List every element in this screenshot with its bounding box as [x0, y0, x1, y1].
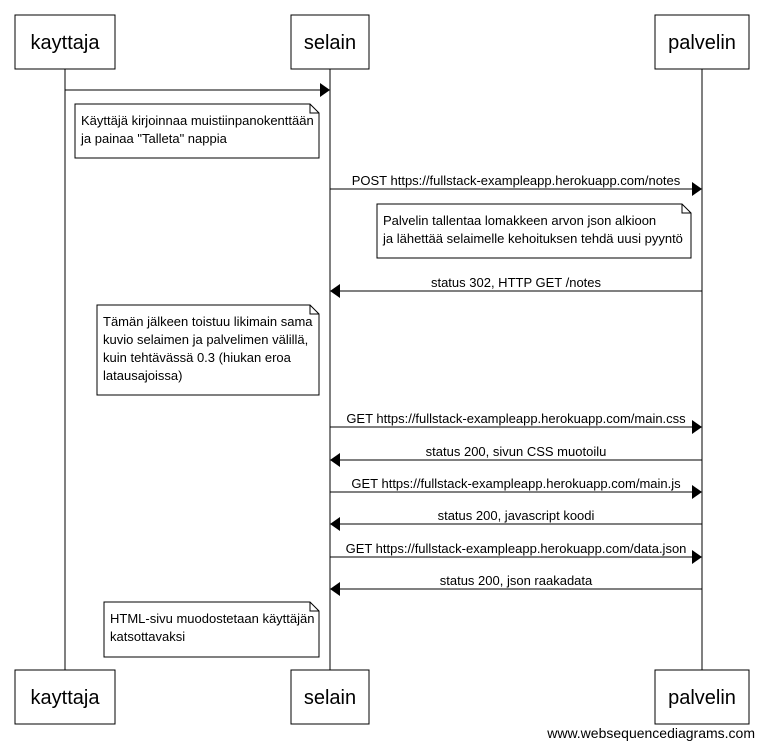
participant-label: selain [304, 32, 356, 54]
message-arrowhead [330, 284, 340, 298]
note-5: Tämän jälkeen toistuu likimain sama kuvio… [96, 304, 320, 396]
note-box [103, 601, 320, 658]
message-8: GET https://fullstack-exampleapp.herokua… [330, 476, 702, 499]
note-line: Käyttäjä kirjoinnaa muistiinpanokenttään [81, 113, 314, 128]
participant-label: kayttaja [31, 32, 101, 54]
note-12: HTML-sivu muodostetaan käyttäjän katsotta… [103, 601, 320, 658]
participant-palvelin-bottom: palvelin [654, 669, 750, 725]
note-line: HTML-sivu muodostetaan käyttäjän [110, 611, 314, 626]
note-line: latausajoissa) [103, 368, 183, 383]
note-line: kuvio selaimen ja palvelimen välillä, [103, 332, 308, 347]
participant-label: kayttaja [31, 687, 101, 709]
message-label: status 200, javascript koodi [438, 508, 595, 523]
lifelines [64, 69, 703, 670]
note-line: Tämän jälkeen toistuu likimain sama [103, 314, 313, 329]
participant-box [290, 669, 370, 725]
message-arrowhead [330, 582, 340, 596]
note-fold [309, 602, 319, 612]
message-label: GET https://fullstack-exampleapp.herokua… [351, 476, 681, 491]
participant-selain-bottom: selain [290, 669, 370, 725]
watermark-text: www.websequencediagrams.com [546, 725, 755, 741]
note-line: katsottavaksi [110, 629, 185, 644]
note-1: Käyttäjä kirjoinnaa muistiinpanokenttään… [74, 103, 320, 159]
note-fold [681, 204, 691, 214]
message-11: status 200, json raakadata [330, 573, 702, 596]
note-box [376, 203, 692, 259]
message-label: GET https://fullstack-exampleapp.herokua… [346, 541, 687, 556]
participant-box [654, 669, 750, 725]
participant-box [290, 14, 370, 70]
note-line: ja lähettää selaimelle kehoituksen tehdä… [382, 231, 683, 246]
message-4: status 302, HTTP GET /notes [330, 275, 702, 298]
note-line: ja painaa "Talleta" nappia [80, 131, 228, 146]
message-label: GET https://fullstack-exampleapp.herokua… [346, 411, 686, 426]
message-arrowhead [692, 485, 702, 499]
note-3: Palvelin tallentaa lomakkeen arvon json … [376, 203, 692, 259]
note-box [74, 103, 320, 159]
participant-kayttaja-bottom: kayttaja [14, 669, 116, 725]
message-label: POST https://fullstack-exampleapp.heroku… [352, 173, 681, 188]
message-arrowhead [692, 182, 702, 196]
participant-label: palvelin [668, 32, 736, 54]
diagram-steps: Käyttäjä kirjoinnaa muistiinpanokenttään… [65, 83, 702, 658]
message-10: GET https://fullstack-exampleapp.herokua… [330, 541, 702, 564]
participant-label: selain [304, 687, 356, 709]
note-fold [309, 104, 319, 114]
participants-bottom: kayttaja selain palvelin [14, 669, 750, 725]
note-box [96, 304, 320, 396]
message-arrowhead [320, 83, 330, 97]
message-0 [65, 83, 330, 97]
participant-selain-top: selain [290, 14, 370, 70]
message-label: status 200, sivun CSS muotoilu [426, 444, 607, 459]
participant-box [654, 14, 750, 70]
message-arrowhead [330, 517, 340, 531]
message-6: GET https://fullstack-exampleapp.herokua… [330, 411, 702, 434]
message-9: status 200, javascript koodi [330, 508, 702, 531]
message-7: status 200, sivun CSS muotoilu [330, 444, 702, 467]
message-label: status 302, HTTP GET /notes [431, 275, 602, 290]
participant-label: palvelin [668, 687, 736, 709]
message-arrowhead [330, 453, 340, 467]
participants-top: kayttaja selain palvelin [14, 14, 750, 70]
message-label: status 200, json raakadata [440, 573, 593, 588]
message-arrowhead [692, 550, 702, 564]
participant-palvelin-top: palvelin [654, 14, 750, 70]
message-arrowhead [692, 420, 702, 434]
note-line: Palvelin tallentaa lomakkeen arvon json … [383, 213, 656, 228]
participant-box [14, 14, 116, 70]
note-fold [309, 305, 319, 315]
participant-box [14, 669, 116, 725]
note-line: kuin tehtävässä 0.3 (hiukan eroa [103, 350, 292, 365]
message-2: POST https://fullstack-exampleapp.heroku… [330, 173, 702, 196]
participant-kayttaja-top: kayttaja [14, 14, 116, 70]
